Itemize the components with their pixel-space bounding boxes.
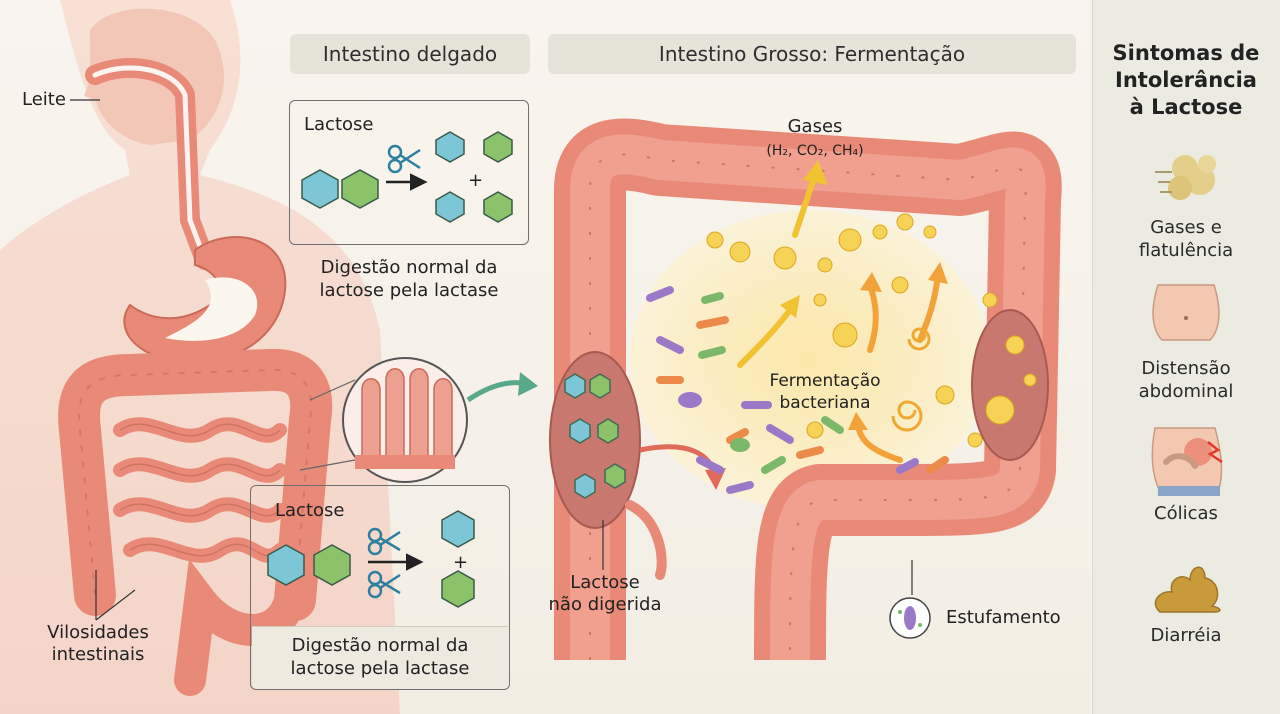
- box2-caption-band: [252, 626, 508, 689]
- symptoms-title: Sintomas de Intolerância à Lactose: [1112, 41, 1260, 119]
- symptom-cramps-label: Cólicas: [1154, 503, 1218, 524]
- gases-label: Gases: [787, 116, 843, 137]
- small-intestine-header-text: Intestino delgado: [322, 42, 498, 66]
- box2-lactose-molecule: [267, 544, 351, 586]
- box1-lactose-label: Lactose: [304, 114, 374, 135]
- large-intestine-header: Intestino Grosso: Fermentação: [548, 34, 1076, 74]
- milk-label: Leite: [22, 89, 66, 110]
- box1-caption: Digestão normal da lactose pela lactase: [319, 257, 499, 301]
- fermentation-swirls: [891, 327, 931, 432]
- villi-label: Vilosidades intestinais: [47, 622, 149, 665]
- box1-scissors-icon: [387, 144, 421, 174]
- bloating-inset: [889, 597, 931, 639]
- digestion-box-top: [289, 100, 529, 245]
- villi-magnifier: [299, 357, 468, 483]
- bacteria: [646, 286, 949, 494]
- fermentation-label: Fermentação bacteriana: [769, 371, 881, 413]
- undigested-lactose-label: Lactose não digerida: [548, 572, 662, 615]
- symptom-diarrhea-label: Diarréia: [1150, 625, 1222, 646]
- symptom-gas-label: Gases e flatulência: [1138, 217, 1234, 261]
- bacteria-cells: [678, 392, 750, 452]
- gas-cloud-icon: [1155, 155, 1216, 200]
- bloated-belly-icon: [1152, 284, 1220, 341]
- small-intestine-outline: [119, 423, 281, 557]
- box2-glucose-galactose: [441, 510, 475, 608]
- box1-glucose-galactose: [435, 131, 513, 223]
- large-intestine-header-text: Intestino Grosso: Fermentação: [658, 42, 966, 66]
- body-colon: [58, 348, 333, 696]
- digestion-box-bottom: [250, 485, 510, 690]
- undigested-lactose-molecules: [564, 373, 626, 499]
- box2-caption: Digestão normal da lactose pela lactase: [290, 635, 470, 679]
- box2-scissors-icon: [367, 527, 401, 599]
- esophagus: [85, 58, 215, 270]
- symptom-distension-label: Distensão abdominal: [1138, 358, 1234, 402]
- cramp-icon: [1151, 427, 1223, 496]
- stool-icon: [1154, 566, 1221, 613]
- box2-lactose-label: Lactose: [275, 500, 345, 521]
- svg-text:+: +: [453, 552, 468, 573]
- svg-text:+: +: [468, 170, 483, 191]
- gas-bubbles: [706, 213, 1037, 448]
- gases-formula: (H₂, CO₂, CH₄): [766, 143, 864, 159]
- box1-lactose-molecule: [301, 169, 379, 209]
- small-intestine-header: Intestino delgado: [290, 34, 530, 74]
- bloating-label: Estufamento: [946, 607, 1061, 628]
